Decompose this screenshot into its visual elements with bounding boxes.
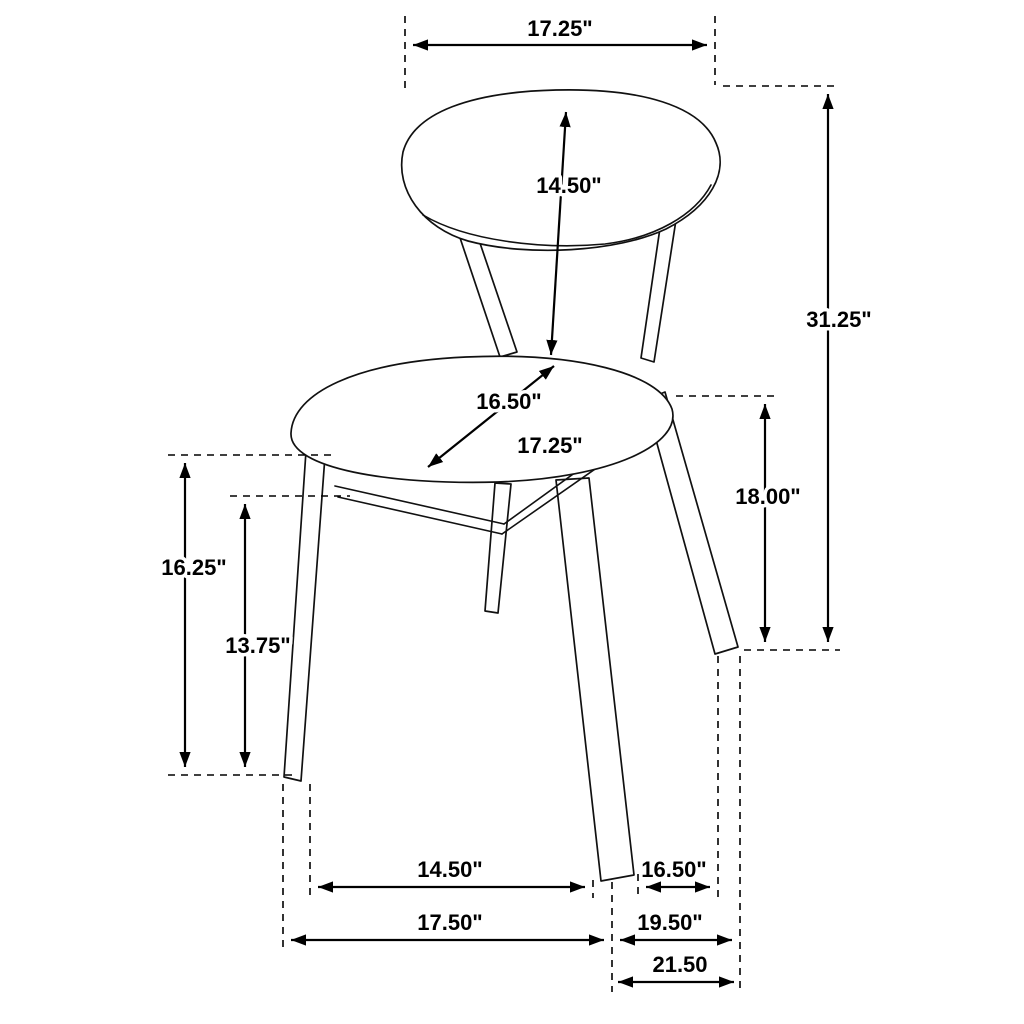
dimension-line-backrest-height [546,111,571,356]
chair-seat [290,355,674,484]
dimension-labels: 17.25" 14.50" 31.25" 16.50" 17.25" 18.00… [158,13,875,981]
dim-label-seat-width: 17.25" [517,433,582,458]
dim-label-top-width: 17.25" [527,16,592,41]
dim-label-seat-height: 18.00" [735,484,800,509]
chair-stretcher-left-lower [337,496,503,535]
dim-label-leg-height-inner: 13.75" [225,633,290,658]
chair-front-left-leg [283,450,326,782]
dimension-line-seat-depth [427,365,555,468]
chair-backrest-edge-line [422,184,712,247]
extension-lines [168,16,840,992]
chair-back-post-right [640,219,677,363]
dim-label-backrest-height: 14.50" [536,173,601,198]
dim-label-seat-depth: 16.50" [476,389,541,414]
chair-back-left-leg [484,482,512,614]
chair-front-right-leg [555,477,635,882]
dim-label-side-leg-gap: 16.50" [641,857,706,882]
chair-backrest [400,89,721,252]
dim-label-leg-height-outer: 16.25" [161,555,226,580]
dim-label-front-leg-span: 14.50" [417,857,482,882]
dimension-lines [179,39,834,988]
dim-label-overall-height: 31.25" [806,307,871,332]
chair-stretcher-left [334,485,505,525]
dim-label-base-width: 17.50" [417,910,482,935]
chair-drawing [283,89,739,882]
dim-label-base-depth: 19.50" [637,910,702,935]
dim-label-overall-depth: 21.50 [652,952,707,977]
